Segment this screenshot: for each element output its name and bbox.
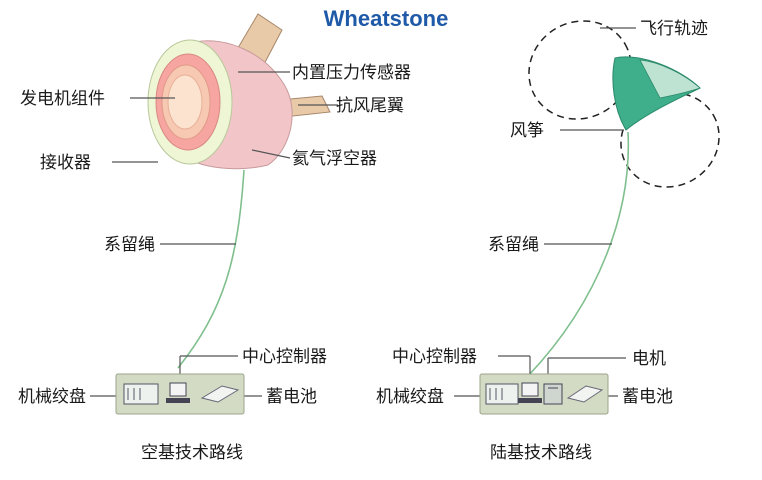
label-tether-right: 系留绳 — [488, 235, 539, 255]
lead-helium — [251, 149, 291, 159]
label-battery-left: 蓄电池 — [266, 387, 317, 407]
label-controller-left: 中心控制器 — [242, 347, 327, 367]
trajectory-loop-upper — [528, 20, 632, 120]
label-battery-right: 蓄电池 — [622, 387, 673, 407]
tether-line-left — [177, 169, 245, 369]
computer-icon-keyboard — [166, 398, 190, 403]
label-kite: 风筝 — [510, 121, 544, 141]
label-controller-right: 中心控制器 — [392, 347, 477, 367]
caption-ground: 陆基技术路线 — [490, 443, 592, 463]
computer-icon — [169, 382, 187, 397]
battery-icon — [566, 385, 604, 403]
ground-station-right — [479, 373, 609, 415]
label-tail-wing: 抗风尾翼 — [336, 96, 404, 116]
diagram-title: Wheatstone — [324, 6, 449, 31]
flight-trajectory — [528, 20, 720, 188]
label-pressure-sensor: 内置压力传感器 — [292, 63, 411, 83]
ground-station-left — [115, 373, 245, 415]
computer-icon-keyboard-right — [518, 398, 542, 403]
trajectory-loop-lower — [620, 92, 720, 188]
motor-icon — [543, 383, 563, 405]
label-trajectory: 飞行轨迹 — [640, 19, 708, 39]
generator-core-inner — [167, 74, 203, 130]
label-motor: 电机 — [632, 349, 666, 369]
label-receiver: 接收器 — [40, 153, 91, 173]
airborne-turbine — [147, 13, 331, 170]
battery-icon — [200, 385, 240, 403]
kite-highlight — [639, 59, 701, 99]
label-helium-body: 氦气浮空器 — [292, 149, 377, 169]
label-generator: 发电机组件 — [20, 89, 105, 109]
label-winch-left: 机械绞盘 — [18, 387, 86, 407]
tether-line-right — [527, 131, 630, 377]
label-winch-right: 机械绞盘 — [376, 387, 444, 407]
winch-icon — [123, 383, 159, 405]
label-tether-left: 系留绳 — [104, 235, 155, 255]
caption-airborne: 空基技术路线 — [141, 443, 243, 463]
computer-icon — [521, 382, 539, 397]
